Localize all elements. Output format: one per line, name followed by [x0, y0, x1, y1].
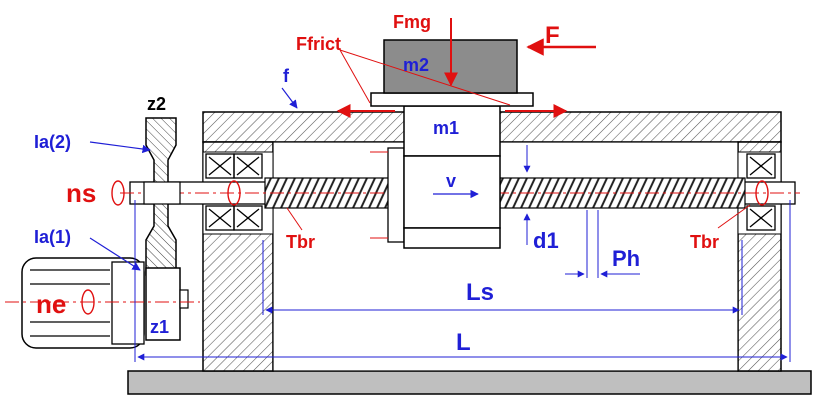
nut-m1 [370, 105, 501, 249]
label-l: L [456, 329, 471, 356]
label-f-coef: f [283, 66, 290, 86]
right-bearing [746, 153, 776, 231]
label-ffrict: Ffrict [296, 34, 341, 54]
label-ia1: Ia(1) [34, 227, 71, 247]
label-v: v [446, 171, 456, 191]
gear-z1 [145, 267, 189, 341]
rotation-symbols [81, 180, 769, 315]
dimension-lines [134, 145, 791, 362]
label-ph: Ph [612, 246, 640, 271]
gear-z2 [143, 117, 181, 276]
motor [5, 257, 200, 349]
label-ne: ne [36, 289, 66, 319]
force-arrows [286, 18, 751, 231]
label-m1: m1 [433, 118, 459, 138]
label-tbr-left: Tbr [286, 232, 315, 252]
label-m2: m2 [403, 55, 429, 75]
base-plate [127, 370, 812, 395]
label-z2: z2 [147, 94, 166, 114]
label-ns: ns [66, 178, 96, 208]
label-tbr-right: Tbr [690, 232, 719, 252]
left-bearing [205, 153, 263, 231]
label-ls: Ls [466, 279, 494, 306]
label-d1: d1 [533, 228, 559, 253]
leader-lines [89, 87, 479, 271]
label-fmg: Fmg [393, 12, 431, 32]
label-f-force: F [545, 22, 560, 49]
label-ia2: Ia(2) [34, 132, 71, 152]
label-z1: z1 [150, 317, 169, 337]
